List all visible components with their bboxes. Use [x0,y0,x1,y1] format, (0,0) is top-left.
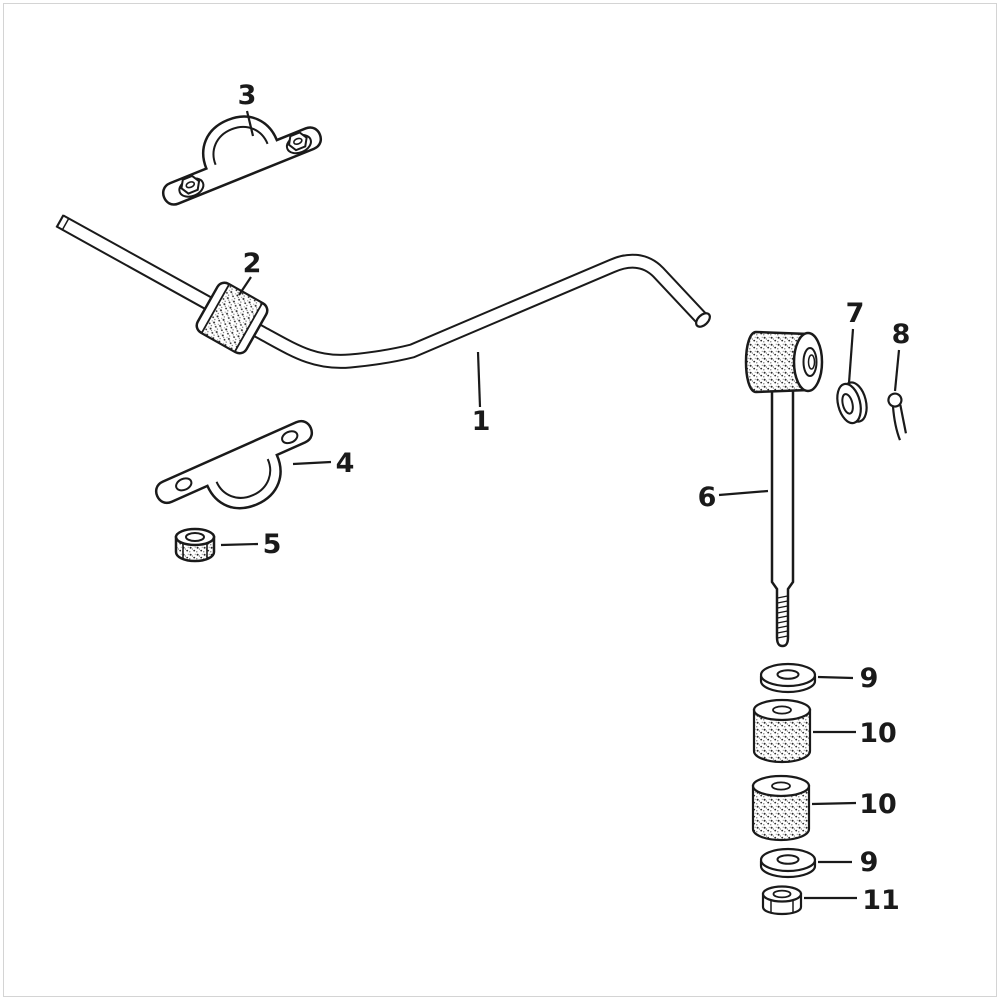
part-label-9-upper: 9 [860,663,879,694]
bushing10l-hole [771,781,791,791]
part-label-1: 1 [472,406,491,437]
cotter-pin-leg-right [899,404,908,434]
bar-left-end-bevel [61,217,70,231]
part-label-6: 6 [698,482,717,513]
hex-nut-11 [761,885,803,916]
bushing10u-body [752,708,812,764]
leader-part1 [476,351,482,408]
bar-right-end-cap [695,312,711,328]
part-label-3: 3 [238,80,257,111]
stabilizer-bar [55,214,711,369]
washer9u-hole [776,669,800,680]
leader-part6 [718,489,769,497]
part-label-10-upper: 10 [859,718,897,749]
bar-bushing-rubber [200,283,264,353]
clamp-lower-strap [154,419,314,510]
leader-part2 [238,276,252,296]
leader-part10-lower [811,801,857,806]
part-label-11: 11 [862,885,900,916]
clamp-lower-hole-right [281,430,299,445]
link-eye-hole [807,354,816,370]
nut-hole [185,181,196,189]
bar-bushing [195,281,269,355]
bushing10u-hole [772,705,792,715]
leader-part9-upper [817,675,854,680]
part-label-9-lower: 9 [860,847,879,878]
washer9l-hole [776,854,800,865]
part-label-7: 7 [846,298,865,329]
washer7-hole [841,393,854,415]
clamp-upper-inner-arch [212,125,269,166]
lock-nut-5 [174,527,216,563]
cotter-pin-leg-left [891,406,901,441]
washer-9-upper [759,662,817,694]
stabilizer-bar-body [57,216,708,367]
stabilizer-link [744,330,824,648]
leader-part5 [220,542,259,547]
washer-9-lower [759,847,817,879]
bushing10l-body [751,784,811,842]
washer-7 [836,381,868,425]
nut5-hole [185,532,205,542]
part-label-4: 4 [336,448,355,479]
bar-left-end-cap [55,214,65,229]
link-eye-body [744,330,810,394]
part-label-2: 2 [243,248,262,279]
leader-part4 [292,460,332,466]
clamp-upper-nut-left [178,174,205,198]
leader-lines [220,110,901,900]
clamp-bracket-upper [161,115,323,206]
nut11-hole [772,889,792,899]
link-thread-lines [777,595,788,639]
leader-part3 [245,110,255,137]
clamp-lower-hole-left [175,477,193,492]
nut-hole [292,137,303,145]
part-label-10-lower: 10 [859,789,897,820]
link-rod [770,378,795,648]
part-label-5: 5 [263,529,282,560]
cotter-pin [887,392,908,441]
clamp-bracket-lower [154,419,314,510]
clamp-upper-nut-right [285,131,312,155]
bushing-10-lower [751,774,811,842]
cotter-pin-loop [887,392,903,408]
bushing-10-upper [752,698,812,764]
part-label-8: 8 [892,319,911,350]
stabilizer-bar-outline [56,214,709,369]
leader-part7 [847,328,855,384]
clamp-lower-inner-arch [215,458,272,499]
part-labels: 3 2 1 4 5 6 7 8 9 10 10 9 11 [238,80,911,916]
leader-part8 [893,349,901,392]
